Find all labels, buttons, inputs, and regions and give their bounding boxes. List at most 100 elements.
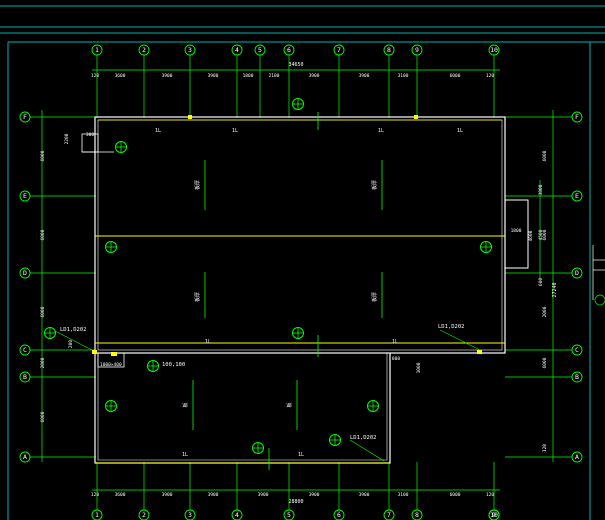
axis-bubble-top-3: 3 xyxy=(184,44,196,56)
section-marker-icon xyxy=(367,400,379,412)
axis-label: 9 xyxy=(492,511,496,519)
slab-tag: 板 xyxy=(182,402,189,407)
axis-bubble-bottom-1: 1 xyxy=(91,509,103,520)
dim-bottom-seg: 3900 xyxy=(162,492,173,498)
dim-left-seg: 6000 xyxy=(40,229,46,240)
dim-top-seg: 2100 xyxy=(269,73,280,79)
slab-tag: 板厚 xyxy=(371,180,378,190)
dim-top-seg: 120 xyxy=(486,73,494,79)
sheet-frame xyxy=(0,5,605,520)
axis-bubble-top-5: 5 xyxy=(254,44,266,56)
dim-right-seg: 6000 xyxy=(542,357,548,368)
dim-misc: 2200 xyxy=(64,133,70,144)
axis-label: A xyxy=(23,453,27,461)
leader-labels: LD1,D202 LD1,D202 LD1,D202 100,100 1000×… xyxy=(54,324,481,462)
axis-bubble-left-D: D xyxy=(19,267,31,279)
axis-label: 2 xyxy=(142,511,146,519)
dim-right-inner: 600 xyxy=(538,278,544,286)
small-box-label: 1000×400 xyxy=(100,362,122,368)
axis-bubble-right-A: A xyxy=(571,451,583,463)
bottom-total-dim: 28800 xyxy=(288,499,303,505)
axis-label: C xyxy=(23,346,27,354)
top-total-dim: 34650 xyxy=(288,62,303,68)
axis-bubble-bottom-2: 2 xyxy=(138,509,150,520)
axis-bubble-top-10: 10 xyxy=(488,44,500,56)
axis-bubble-bottom-5: 5 xyxy=(283,509,295,520)
dim-bottom-seg: 3900 xyxy=(258,492,269,498)
axis-label: D xyxy=(23,269,27,277)
room-tag: 100,100 xyxy=(162,362,185,368)
leader-label-bottom: LD1,D202 xyxy=(350,435,377,441)
axis-label: 10 xyxy=(490,511,498,519)
axis-bubble-left-B: B xyxy=(19,371,31,383)
axis-label: B xyxy=(23,373,27,381)
beam-label-middle: 1L xyxy=(205,339,211,345)
section-marker-icon xyxy=(115,141,127,153)
dim-bottom-seg: 3900 xyxy=(309,492,320,498)
slab-tag: 板厚 xyxy=(194,180,201,190)
dim-misc: 300 xyxy=(86,132,94,138)
dim-top-seg: 120 xyxy=(91,73,99,79)
dim-right-inner: 3800 xyxy=(538,184,544,195)
beam-label-top: 1L xyxy=(457,128,463,134)
axis-bubble-left-A: A xyxy=(19,451,31,463)
axis-label: E xyxy=(575,192,579,200)
axis-bubble-bottom-8: 8 xyxy=(411,509,423,520)
axis-label: 10 xyxy=(490,46,498,54)
dim-right-seg: 6000 xyxy=(542,150,548,161)
dim-right-seg: 120 xyxy=(542,444,548,452)
slab-tags: 板厚板厚板厚板厚板板 xyxy=(182,180,378,408)
dim-top-seg: 3100 xyxy=(398,73,409,79)
section-marker-icon xyxy=(292,98,304,110)
section-marker-icon xyxy=(329,434,341,446)
dim-misc: 200 xyxy=(68,340,74,348)
axis-label: 3 xyxy=(188,511,192,519)
dim-left-seg: 2000 xyxy=(40,357,46,368)
dim-right-seg: 6000 xyxy=(542,229,548,240)
dim-top-seg: 3600 xyxy=(115,73,126,79)
dim-left-seg: 6000 xyxy=(40,411,46,422)
leader-label-left: LD1,D202 xyxy=(60,327,87,333)
dim-bottom-seg: 3900 xyxy=(208,492,219,498)
axis-bubble-right-D: D xyxy=(571,267,583,279)
beam-label-bottom: 1L xyxy=(182,452,188,458)
axis-bubble-left-E: E xyxy=(19,190,31,202)
axis-label: 7 xyxy=(387,511,391,519)
dim-bottom-seg: 120 xyxy=(486,492,494,498)
axis-label: 5 xyxy=(258,46,262,54)
axis-bubble-top-2: 2 xyxy=(138,44,150,56)
beam-label-top: 1L xyxy=(378,128,384,134)
slab-arrows xyxy=(192,112,383,470)
dim-top-seg: 3900 xyxy=(162,73,173,79)
axis-label: F xyxy=(575,113,579,121)
beam-label-top: 1L xyxy=(232,128,238,134)
dim-misc: 1800 xyxy=(511,228,522,234)
axis-bubble-bottom-4: 4 xyxy=(231,509,243,520)
axis-label: 7 xyxy=(337,46,341,54)
beam-label-bottom: 1L xyxy=(298,452,304,458)
dim-left-seg: 6000 xyxy=(40,150,46,161)
axis-bubble-right-F: F xyxy=(571,111,583,123)
dim-top-seg: 3900 xyxy=(359,73,370,79)
dim-bottom-seg: 120 xyxy=(91,492,99,498)
section-marker-icon xyxy=(105,400,117,412)
axis-label: E xyxy=(23,192,27,200)
axis-bubble-bottom-10: 10 xyxy=(488,509,500,520)
axis-label: C xyxy=(575,346,579,354)
dim-bottom-seg: 3900 xyxy=(359,492,370,498)
axis-bubble-right-B: B xyxy=(571,371,583,383)
axis-bubbles-right: F E D C B A xyxy=(571,111,583,463)
axis-label: 1 xyxy=(95,511,99,519)
leader-label-right: LD1,D202 xyxy=(438,324,465,330)
slab-tag: 板厚 xyxy=(371,292,378,302)
axis-bubble-top-7: 7 xyxy=(333,44,345,56)
axis-bubble-top-8: 8 xyxy=(383,44,395,56)
slab-tag: 板 xyxy=(286,402,293,407)
section-marker-icon xyxy=(292,327,304,339)
dim-top-seg: 6000 xyxy=(450,73,461,79)
section-marker-icon xyxy=(147,360,159,372)
